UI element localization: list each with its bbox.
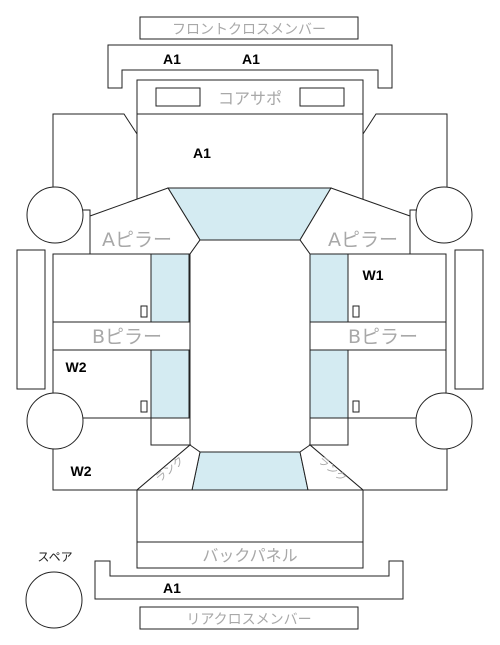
side-sill-right[interactable]	[454, 249, 484, 390]
rear-door-glass-right[interactable]	[309, 349, 349, 419]
rear-wheel-right[interactable]	[415, 392, 473, 450]
rear-cross-member-code: A1	[163, 580, 181, 596]
front-door-glass-right[interactable]	[309, 253, 349, 323]
front-wheel-left[interactable]	[26, 186, 84, 244]
a-pillar-left-label: Aピラー	[102, 229, 172, 251]
front-door-handle-right	[352, 305, 360, 318]
b-pillar-left[interactable]	[52, 321, 191, 351]
b-pillar-right[interactable]	[309, 321, 447, 351]
rear-cross-member-label: リアクロスメンバー	[186, 612, 311, 628]
rear-quarter-left-code: W2	[71, 463, 92, 479]
front-cross-member-code-right: A1	[242, 51, 260, 67]
front-door-handle-left	[140, 305, 148, 318]
spare-tire[interactable]	[25, 571, 83, 629]
rear-door-handle-right	[352, 400, 360, 413]
core-support-label: コアサポ	[218, 89, 282, 108]
front-door-right-code: W1	[363, 267, 384, 283]
front-cross-member-label: フロントクロスメンバー	[172, 22, 326, 38]
rear-cross-member[interactable]	[94, 560, 404, 600]
front-cross-member[interactable]	[107, 44, 393, 89]
hood-code: A1	[193, 145, 211, 161]
a-pillar-right-label: Aピラー	[328, 229, 398, 251]
roof[interactable]	[189, 239, 311, 464]
front-door-left[interactable]	[52, 253, 152, 323]
rear-cross-member-label-box	[139, 606, 359, 630]
side-sill-left[interactable]	[16, 249, 46, 390]
rear-door-handle-left	[140, 400, 148, 413]
front-cross-member-label-box	[139, 16, 359, 40]
b-pillar-right-label: Bピラー	[348, 326, 418, 348]
headlight-right	[299, 87, 345, 107]
rear-wheel-left[interactable]	[26, 392, 84, 450]
trunk-lid[interactable]	[136, 489, 364, 543]
front-door-right[interactable]	[347, 253, 447, 323]
spare-label: スペア	[37, 550, 72, 564]
b-pillar-left-label: Bピラー	[92, 326, 162, 348]
headlight-left	[155, 87, 201, 107]
front-wheel-right[interactable]	[415, 186, 473, 244]
back-panel[interactable]	[136, 541, 364, 569]
rear-window[interactable]	[191, 451, 309, 491]
front-cross-member-code-left: A1	[163, 51, 181, 67]
rear-door-glass-left[interactable]	[150, 349, 190, 419]
front-door-glass-left[interactable]	[150, 253, 190, 323]
rear-door-left-code: W2	[66, 359, 87, 375]
back-panel-label: バックパネル	[202, 546, 297, 565]
